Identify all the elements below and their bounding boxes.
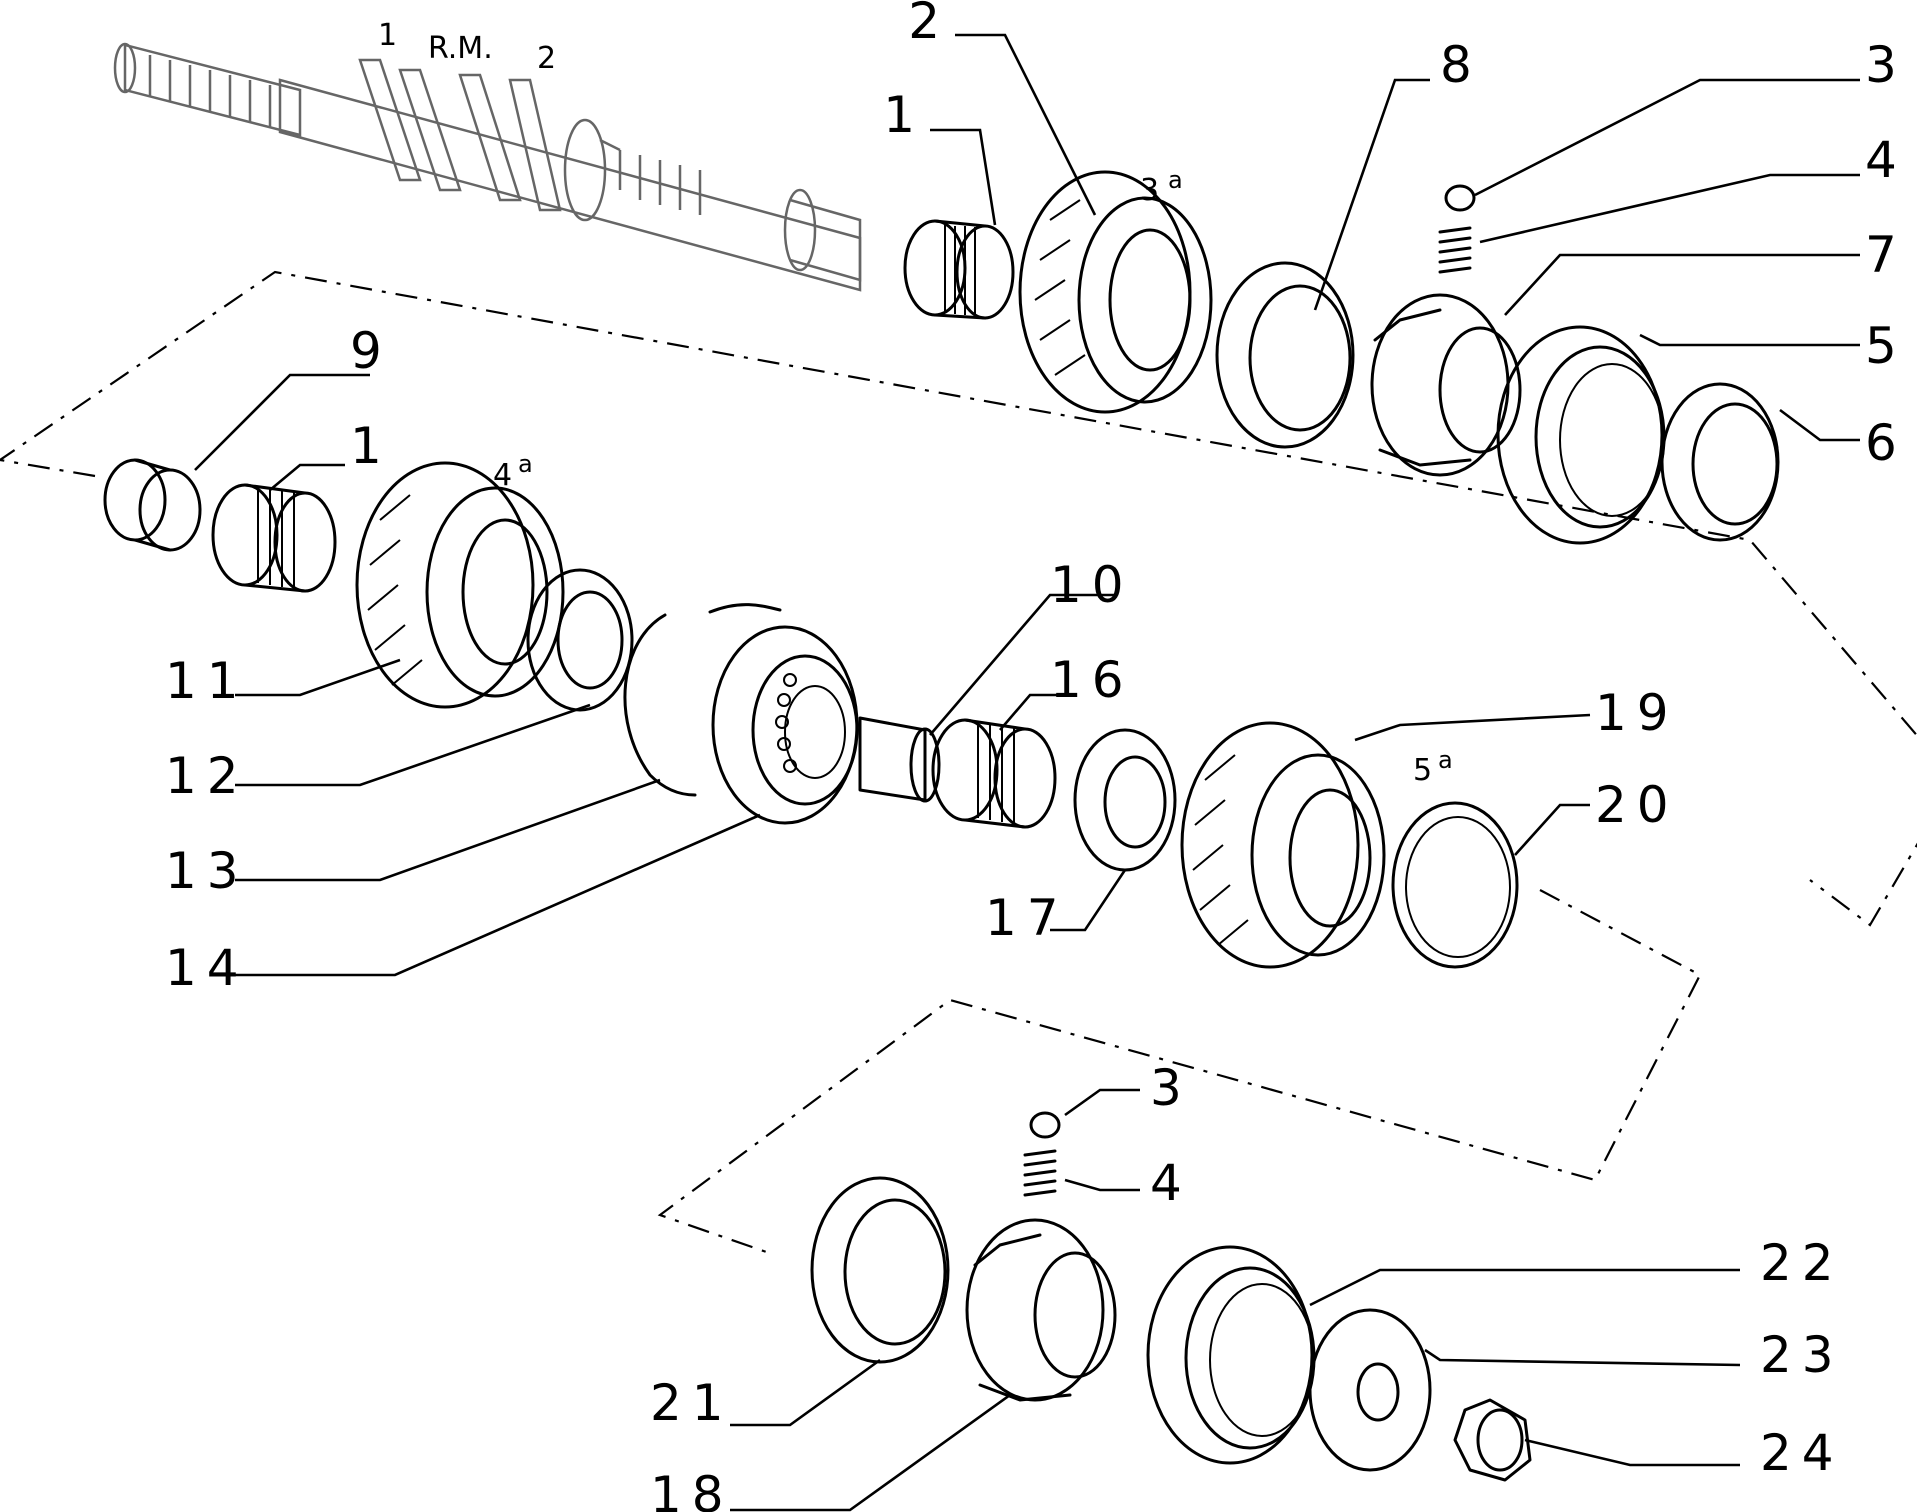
fourth-gear <box>355 461 565 709</box>
thrust-washer-lower <box>1073 728 1177 872</box>
callout-14: 14 <box>165 939 249 997</box>
snap-ring <box>623 603 782 797</box>
callout-10: 10 <box>1050 556 1134 614</box>
callout-22: 22 <box>1760 1234 1844 1292</box>
callout-3-lower: 3 <box>1150 1059 1192 1117</box>
needle-bearing-middle <box>211 483 337 593</box>
detent-spring-lower <box>1023 1149 1057 1197</box>
main-shaft <box>113 42 862 292</box>
bushing <box>103 458 202 552</box>
shaft-label-first: 1 <box>378 18 397 53</box>
fifth-gear <box>1180 721 1386 969</box>
assembly-guide-lines <box>0 270 1917 1257</box>
detent-spring-upper <box>1438 226 1472 274</box>
callout-numbers: 1 2 8 3 4 7 5 6 9 1 10 16 11 12 13 14 19… <box>165 0 1907 1512</box>
shaft-label-reverse: R.M. <box>428 31 493 66</box>
callout-21: 21 <box>650 1374 734 1432</box>
ball-bearing <box>711 625 859 825</box>
callout-1-upper: 1 <box>883 86 925 144</box>
callout-1-middle: 1 <box>350 417 392 475</box>
shaft-label-second: 2 <box>537 41 556 76</box>
synchronizer-ring-lower <box>810 1176 950 1364</box>
callout-20: 20 <box>1595 776 1679 834</box>
gear-label-fourth-sup: a <box>518 450 533 478</box>
circlip <box>1391 801 1519 969</box>
gear-label-third-sup: a <box>1168 166 1183 194</box>
lock-plate <box>1308 1308 1432 1472</box>
needle-bearing-lower <box>931 718 1057 829</box>
thrust-washer-middle <box>526 568 634 712</box>
callout-19: 19 <box>1595 684 1679 742</box>
callout-leaders <box>194 33 1860 1512</box>
callout-2: 2 <box>908 0 950 50</box>
gear-label-fifth-sup: a <box>1438 746 1453 774</box>
callout-3-upper: 3 <box>1865 36 1907 94</box>
callout-6: 6 <box>1865 414 1907 472</box>
synchronizer-sleeve-lower <box>1146 1245 1316 1465</box>
callout-7: 7 <box>1865 226 1907 284</box>
shaft-gear-labels: 1 R.M. 2 <box>378 18 556 76</box>
synchronizer-hub-lower <box>965 1218 1117 1402</box>
callout-8: 8 <box>1440 36 1482 94</box>
callout-17: 17 <box>985 889 1069 947</box>
detent-ball-lower <box>1029 1111 1061 1139</box>
callout-4-upper: 4 <box>1865 131 1907 189</box>
synchronizer-sleeve-upper <box>1496 325 1666 545</box>
callout-12: 12 <box>165 747 249 805</box>
callout-13: 13 <box>165 842 249 900</box>
callout-11: 11 <box>165 652 249 710</box>
third-gear <box>1018 170 1213 414</box>
callout-23: 23 <box>1760 1326 1844 1384</box>
gear-label-third: 3 <box>1140 173 1159 208</box>
inner-race-sleeve <box>858 716 941 803</box>
needle-bearing-upper <box>903 219 1015 320</box>
callout-16: 16 <box>1050 651 1134 709</box>
callout-4-lower: 4 <box>1150 1154 1192 1212</box>
callout-5: 5 <box>1865 317 1907 375</box>
detent-ball-upper <box>1444 184 1476 212</box>
gear-label-fifth: 5 <box>1413 753 1432 788</box>
synchronizer-ring-upper <box>1215 261 1355 449</box>
gear-label-fourth: 4 <box>493 458 512 493</box>
hex-nut <box>1453 1398 1532 1482</box>
callout-24: 24 <box>1760 1424 1844 1482</box>
callout-9: 9 <box>350 322 392 380</box>
synchronizer-ring-upper-outer <box>1660 382 1780 542</box>
callout-18: 18 <box>650 1466 734 1512</box>
